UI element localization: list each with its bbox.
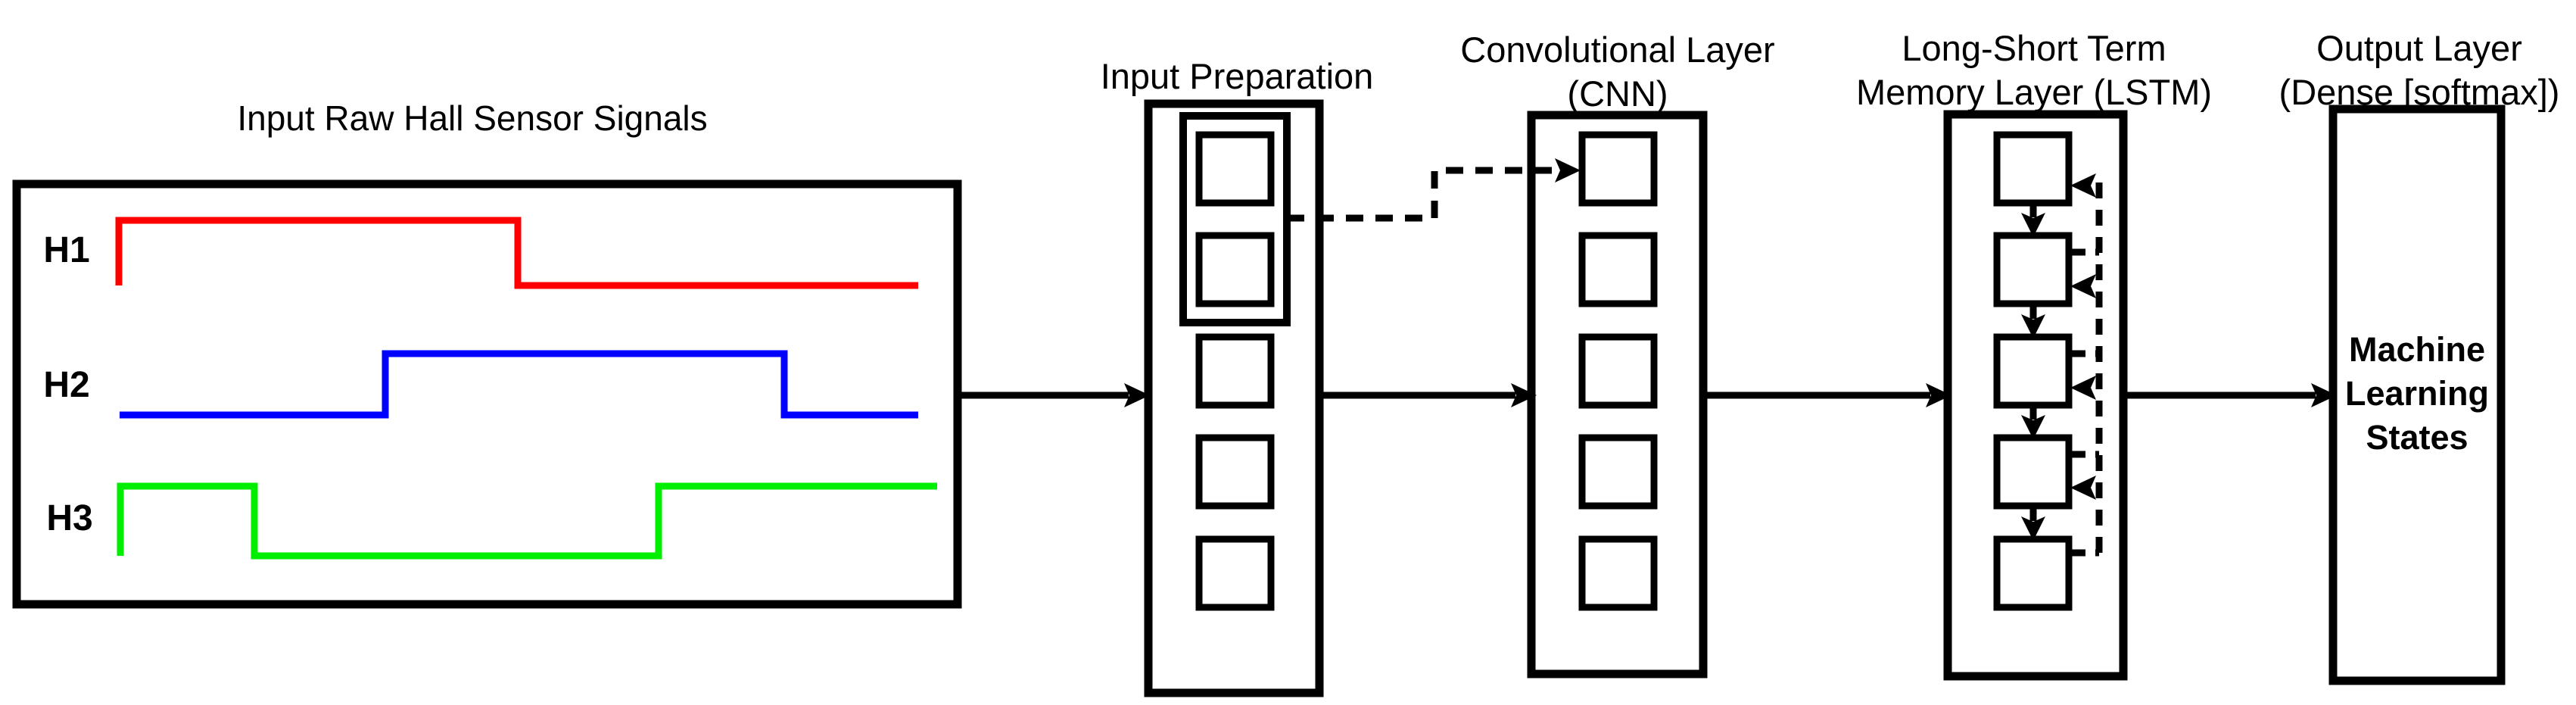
signal-panel-title: Input Raw Hall Sensor Signals	[237, 98, 708, 138]
cnn-title-line1: Convolutional Layer	[1460, 30, 1775, 70]
unit-cell	[1993, 131, 2073, 207]
cnn-box	[1527, 111, 1708, 678]
unit-cell	[1993, 232, 2073, 307]
ml-states-line2: Learning	[2344, 374, 2490, 413]
arrowhead-down-icon	[2021, 516, 2045, 541]
arrowhead-left-icon	[2070, 476, 2096, 500]
h1-signal-waveform	[115, 217, 918, 289]
arrowhead-right-icon	[1926, 383, 1951, 407]
unit-cell	[1578, 434, 1658, 510]
flow-arrow-cnn-to-lstm	[1703, 383, 1951, 407]
arrowhead-right-icon	[1555, 158, 1581, 182]
lstm-box	[1943, 110, 2128, 681]
arrowhead-left-icon	[2070, 376, 2096, 400]
arrowhead-left-icon	[2070, 173, 2096, 198]
unit-cell	[1993, 535, 2073, 611]
flow-arrow-input-prep-to-cnn	[1319, 383, 1537, 407]
arrowhead-right-icon	[1124, 383, 1150, 407]
output-layer-title-line1: Output Layer	[2316, 28, 2522, 68]
h3-signal-waveform	[117, 482, 937, 560]
arrowhead-left-icon	[2070, 274, 2096, 298]
lstm-title: Long-Short Term Memory Layer (LSTM)	[1856, 27, 2212, 114]
unit-cell	[1993, 434, 2073, 510]
unit-cell	[1195, 232, 1275, 307]
arrowhead-down-icon	[2021, 314, 2045, 338]
dashed-skip-connection-arrow	[1287, 158, 1581, 222]
unit-cell	[1578, 535, 1658, 611]
cnn-title-line2: (CNN)	[1567, 73, 1668, 114]
ml-states-line3: States	[2366, 418, 2469, 457]
arrowhead-right-icon	[1511, 383, 1537, 407]
machine-learning-states-label: Machine Learning States	[2345, 328, 2489, 460]
h2-signal-label: H2	[43, 365, 90, 405]
flow-arrow-lstm-to-output	[2123, 383, 2337, 407]
lstm-down-arrow	[2021, 302, 2045, 338]
unit-cell	[1195, 535, 1275, 611]
input-prep-title: Input Preparation	[1100, 56, 1374, 96]
h3-signal-label: H3	[46, 498, 93, 538]
arrowhead-down-icon	[2021, 415, 2045, 439]
unit-cell	[1578, 232, 1658, 307]
flow-arrow-signals-to-input-prep	[958, 383, 1150, 407]
lstm-down-arrow	[2021, 504, 2045, 541]
output-layer-title: Output Layer (Dense [softmax])	[2279, 27, 2560, 114]
lstm-title-line1: Long-Short Term	[1902, 28, 2166, 68]
h2-signal-waveform	[120, 350, 918, 419]
lstm-down-arrow	[2021, 201, 2045, 237]
arrowhead-down-icon	[2021, 213, 2045, 237]
input-prep-box	[1144, 99, 1324, 697]
arrowhead-right-icon	[2311, 383, 2337, 407]
output-layer-box	[2328, 105, 2506, 685]
unit-cell	[1993, 333, 2073, 409]
unit-cell	[1578, 333, 1658, 409]
unit-cell	[1195, 333, 1275, 409]
cnn-title: Convolutional Layer (CNN)	[1460, 28, 1774, 116]
output-layer-title-line2: (Dense [softmax])	[2279, 72, 2560, 112]
signal-panel-box	[12, 179, 962, 609]
ml-states-line1: Machine	[2348, 330, 2486, 369]
unit-cell	[1195, 131, 1275, 207]
unit-cell	[1195, 434, 1275, 510]
lstm-down-arrow	[2021, 404, 2045, 439]
h1-signal-label: H1	[43, 230, 90, 270]
lstm-title-line2: Memory Layer (LSTM)	[1855, 72, 2213, 112]
unit-cell	[1578, 131, 1658, 207]
